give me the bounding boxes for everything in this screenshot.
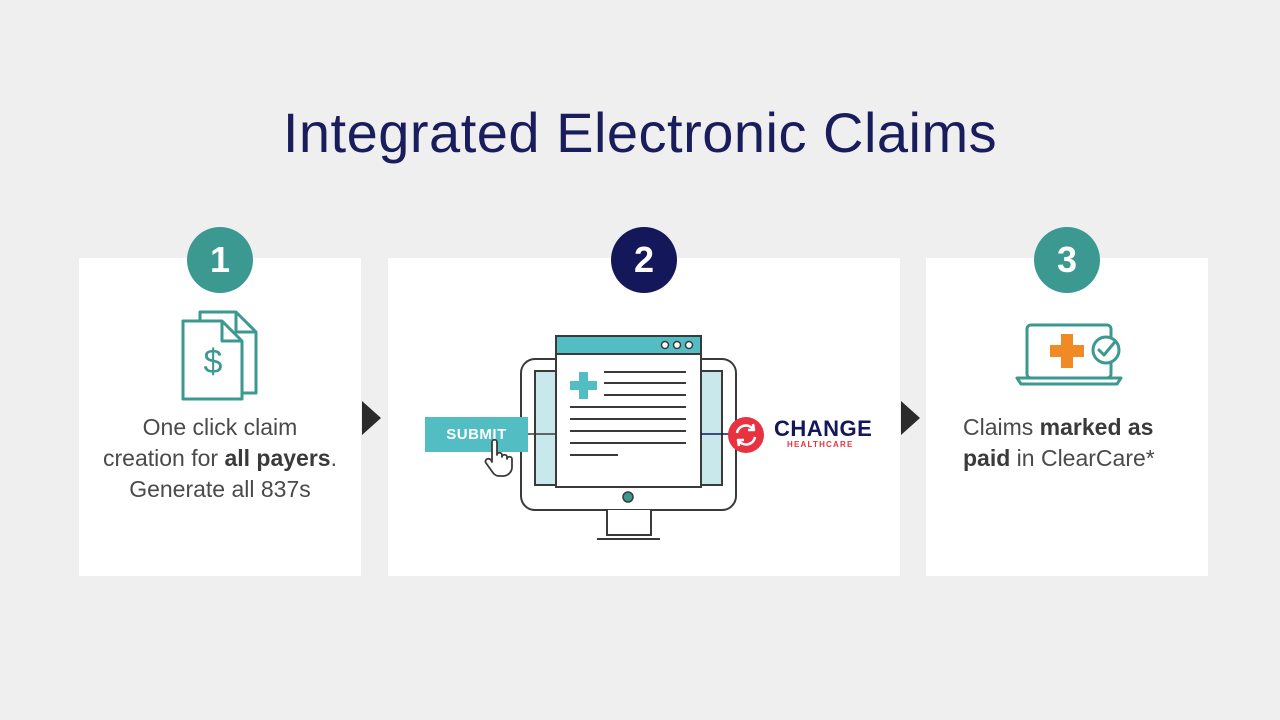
change-healthcare-wordmark: CHANGE bbox=[774, 416, 873, 441]
step-1-description: One click claim creation for all payers.… bbox=[103, 414, 337, 502]
change-healthcare-logo-icon bbox=[728, 417, 764, 453]
dollar-documents-icon: $ bbox=[181, 310, 258, 401]
step-arrow-1-icon bbox=[362, 401, 381, 435]
hand-cursor-icon bbox=[484, 438, 513, 477]
change-healthcare-subtitle: HEALTHCARE bbox=[787, 440, 854, 449]
submit-button[interactable]: SUBMIT bbox=[425, 417, 528, 452]
laptop-check-icon bbox=[1015, 323, 1123, 386]
step-3-description: Claims marked as paid in ClearCare* bbox=[963, 414, 1155, 471]
page-title: Integrated Electronic Claims bbox=[282, 101, 998, 164]
monitor-claim-form-icon bbox=[520, 335, 737, 540]
step-2-badge: 2 bbox=[611, 227, 677, 293]
svg-text:$: $ bbox=[204, 343, 223, 381]
step-arrow-2-icon bbox=[901, 401, 920, 435]
step-1-badge: 1 bbox=[187, 227, 253, 293]
step-3-badge: 3 bbox=[1034, 227, 1100, 293]
step-3-card bbox=[926, 258, 1208, 576]
